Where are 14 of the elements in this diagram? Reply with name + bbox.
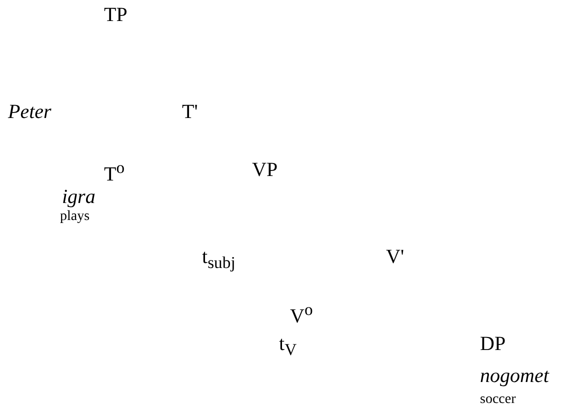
trace-label: t$_{subj}$ bbox=[202, 247, 236, 272]
category-label: DP bbox=[480, 334, 506, 354]
category-label: V' bbox=[386, 247, 404, 267]
gloss-label: plays bbox=[60, 210, 90, 224]
category-label: TP bbox=[104, 5, 128, 25]
word-label: nogomet bbox=[480, 366, 549, 386]
category-label: T' bbox=[182, 102, 198, 122]
word-label: igra bbox=[62, 187, 96, 207]
word-label: Peter bbox=[8, 102, 52, 122]
trace-label: t$_{V}$ bbox=[279, 334, 297, 359]
category-label: VP bbox=[252, 160, 278, 180]
category-label: V$^{o}$ bbox=[290, 302, 313, 327]
category-label: T$^{o}$ bbox=[104, 160, 125, 185]
gloss-label: soccer bbox=[480, 393, 516, 407]
